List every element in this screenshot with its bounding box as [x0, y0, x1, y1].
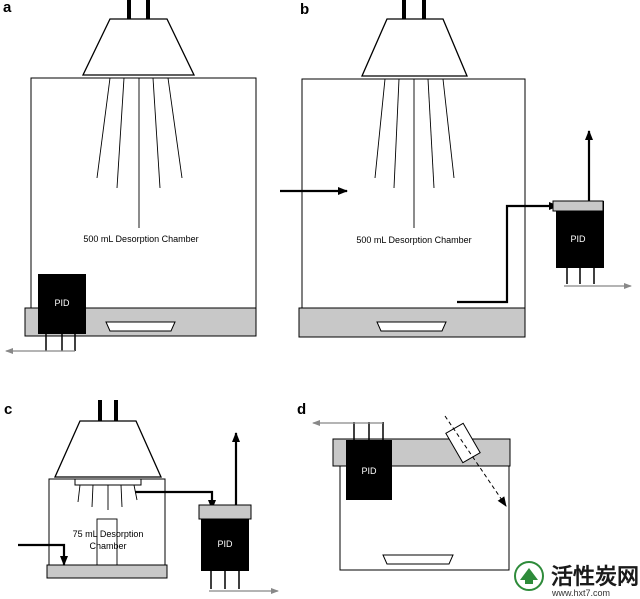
chamber-b-label: 500 mL Desorption Chamber [356, 235, 471, 245]
inlet-arrow-c [18, 543, 68, 566]
panel-c: c 75 mL Desorption Chamber PID [4, 400, 279, 594]
sample-dish-b [376, 321, 447, 332]
lamp-a [81, 0, 196, 76]
pid-b-label: PID [570, 234, 586, 244]
watermark-text: 活性炭网 [551, 564, 639, 590]
lamp-b [361, 0, 468, 77]
watermark: 活性炭网 www.hxt7.com [514, 561, 639, 598]
pid-d-label: PID [361, 466, 377, 476]
chamber-a-label: 500 mL Desorption Chamber [83, 234, 198, 244]
sample-dish-d [382, 554, 454, 565]
sample-line-b [457, 202, 559, 304]
lamp-c [53, 400, 163, 478]
panel-d: d PID [297, 401, 511, 571]
pid-d: PID [346, 422, 392, 500]
chamber-c-lid [74, 478, 142, 486]
chamber-c [48, 478, 166, 566]
panel-a: a 500 mL Desorption Chamber PID [3, 0, 257, 354]
light-rays-a [96, 77, 183, 228]
sample-dish-a [105, 321, 176, 332]
watermark-url: www.hxt7.com [551, 588, 610, 598]
panel-b-letter: b [300, 1, 309, 18]
light-rays-b [374, 78, 455, 228]
pid-c: PID [198, 504, 252, 589]
base-plate-c [46, 564, 168, 579]
pid-c-label: PID [217, 539, 233, 549]
chamber-c-label-line2: Chamber [89, 541, 126, 551]
pid-b: PID [552, 200, 604, 284]
chamber-a [30, 77, 257, 309]
pid-a: PID [38, 274, 86, 351]
chamber-c-label-line1: 75 mL Desorption [73, 529, 144, 539]
sample-line-c [135, 490, 216, 510]
watermark-logo-icon [514, 561, 544, 591]
panel-c-letter: c [4, 401, 12, 418]
panel-a-letter: a [3, 0, 12, 16]
lamp-d [445, 422, 481, 464]
chamber-b [301, 78, 526, 309]
pid-a-label: PID [54, 298, 70, 308]
panel-b: b 500 mL Desorption Chamber PID [280, 0, 632, 338]
panel-d-letter: d [297, 401, 306, 418]
